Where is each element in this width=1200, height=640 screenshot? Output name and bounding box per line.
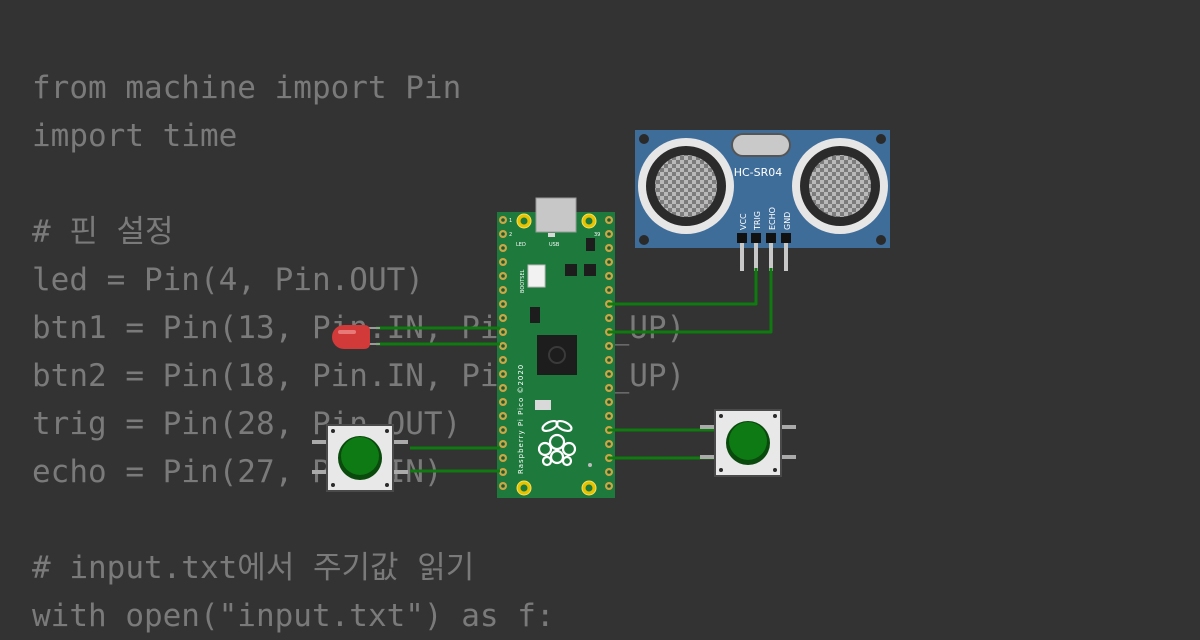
sensor-header [737, 233, 791, 271]
wires [376, 268, 773, 473]
mount-hole [639, 235, 649, 245]
sensor-model-label: HC-SR04 [734, 166, 783, 179]
pico-pin-hole [607, 400, 611, 404]
button-cap[interactable] [341, 437, 379, 475]
pico-pin-hole [607, 260, 611, 264]
led-highlight [338, 330, 356, 334]
bootsel-button[interactable] [527, 264, 546, 288]
code-line: led = Pin(4, Pin.OUT) [32, 262, 424, 298]
pico-pin-hole [501, 246, 505, 250]
pico-pin-hole [607, 386, 611, 390]
wire-echo[interactable] [608, 268, 773, 334]
code-line: with open("input.txt") as f: [32, 598, 555, 634]
pico-pin-hole [501, 470, 505, 474]
chip [584, 264, 596, 276]
led-body [332, 325, 370, 349]
usb-label: USB [549, 242, 560, 248]
pico-pin-hole [607, 358, 611, 362]
pico-pin-hole [501, 358, 505, 362]
pico-pin-hole [607, 316, 611, 320]
pico-pin-hole [607, 442, 611, 446]
led-label: LED [516, 242, 526, 248]
pico-board[interactable]: 1 2 39 LED USB BOOTSEL Raspberry Pi Pico… [497, 197, 615, 498]
chip-logo-icon [548, 346, 566, 364]
transducer-left [638, 138, 734, 234]
red-led[interactable] [332, 325, 380, 349]
board-label: Raspberry Pi Pico ©2020 [517, 364, 525, 474]
onboard-led [548, 233, 555, 237]
chip [586, 238, 595, 251]
test-point [588, 463, 592, 467]
pico-pin-hole [501, 372, 505, 376]
pico-pin-hole [501, 302, 505, 306]
pico-pin-hole [607, 470, 611, 474]
pico-pin-hole [501, 232, 505, 236]
code-line: import time [32, 118, 238, 154]
pico-pin-hole [607, 274, 611, 278]
pico-pin-hole [501, 260, 505, 264]
pico-pin-hole [607, 484, 611, 488]
pin-label-trig: TRIG [753, 211, 762, 231]
pico-pin-hole [501, 386, 505, 390]
push-button-1[interactable] [312, 424, 408, 492]
usb-connector[interactable] [535, 197, 577, 233]
pico-pin-hole [501, 330, 505, 334]
pico-pin-hole [501, 344, 505, 348]
pico-pin-hole [501, 288, 505, 292]
mount-hole [639, 134, 649, 144]
rp2040-chip [537, 335, 577, 375]
pico-pin-hole [607, 218, 611, 222]
pico-pin-hole [501, 414, 505, 418]
code-line: # input.txt에서 주기값 읽기 [32, 550, 475, 586]
pico-pin-hole [607, 288, 611, 292]
pico-pin-hole [501, 456, 505, 460]
wire-trig[interactable] [608, 268, 758, 306]
pico-pin-hole [501, 428, 505, 432]
pico-pin-hole [607, 372, 611, 376]
debug-pads [535, 400, 551, 410]
pico-pins-right [605, 216, 613, 490]
pico-pin-hole [607, 232, 611, 236]
pico-pin-hole [501, 316, 505, 320]
pico-pins-left [499, 216, 507, 490]
mount-hole [876, 235, 886, 245]
code-line: from machine import Pin [32, 70, 462, 106]
pin-number-label: 1 [509, 218, 512, 224]
ultrasonic-sensor[interactable]: HC-SR04 VCC TRIG ECHO GND [635, 130, 890, 271]
push-button-2[interactable] [700, 409, 796, 477]
pico-pin-hole [607, 344, 611, 348]
transducer-right [792, 138, 888, 234]
mount-hole [876, 134, 886, 144]
pico-pin-hole [607, 246, 611, 250]
pico-pin-hole [501, 484, 505, 488]
raspberry-pi-logo-icon [537, 419, 577, 467]
bootsel-label: BOOTSEL [520, 269, 526, 293]
pico-pin-hole [501, 218, 505, 222]
pico-pin-hole [607, 414, 611, 418]
code-line: # 핀 설정 [32, 214, 174, 250]
chip [530, 307, 540, 323]
crystal [731, 133, 791, 157]
chip [565, 264, 577, 276]
pin-label-echo: ECHO [768, 207, 777, 230]
pico-pin-hole [501, 274, 505, 278]
pin-label-vcc: VCC [739, 213, 748, 230]
pin-number-label: 39 [594, 232, 600, 238]
button-cap[interactable] [729, 422, 767, 460]
pin-number-label: 2 [509, 232, 512, 238]
pico-pin-hole [501, 400, 505, 404]
pin-label-gnd: GND [783, 212, 792, 230]
pico-pin-hole [501, 442, 505, 446]
